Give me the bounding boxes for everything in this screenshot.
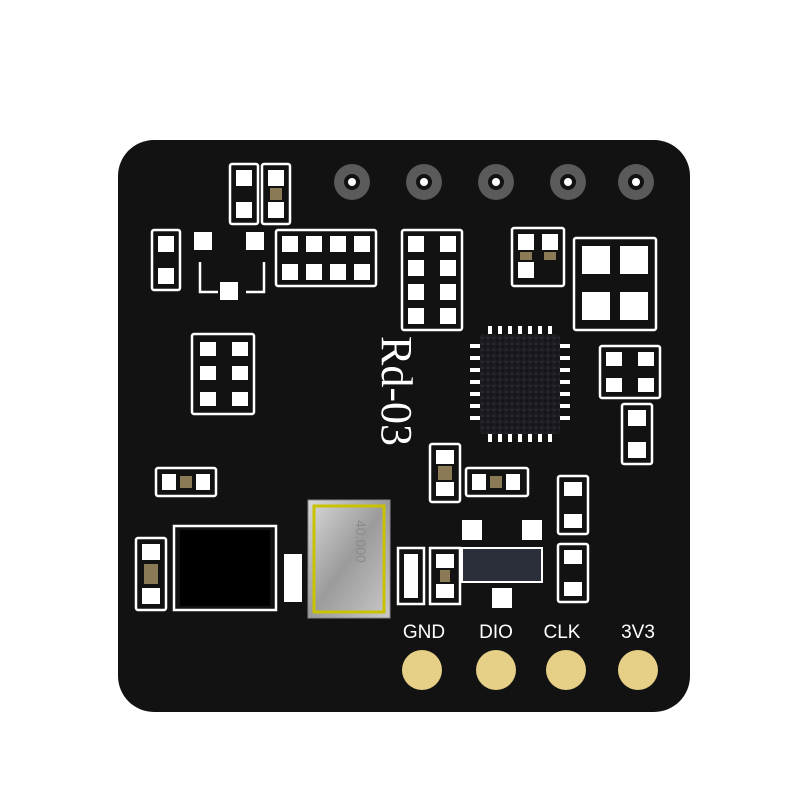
crystal-oscillator: 40.000 [307, 499, 391, 619]
header-holes [334, 164, 654, 200]
model-label: Rd-03 [372, 336, 421, 446]
sot-transistor [461, 547, 543, 583]
crystal-marking: 40.000 [353, 520, 369, 563]
pad-3v3[interactable] [618, 650, 658, 690]
passive-components [134, 162, 662, 612]
diode-footprints [396, 546, 462, 606]
edge-pads [402, 650, 658, 690]
pin-label-clk: CLK [544, 622, 581, 643]
pin-label-dio: DIO [479, 622, 513, 643]
pin-label-3v3: 3V3 [621, 622, 655, 643]
resistor-bodies [144, 188, 556, 584]
pad-clk[interactable] [546, 650, 586, 690]
pin-labels: GND DIO CLK 3V3 [403, 622, 655, 643]
pad-dio[interactable] [476, 650, 516, 690]
smd-pads [142, 170, 654, 608]
radar-ic-chip [470, 326, 570, 442]
pad-gnd[interactable] [402, 650, 442, 690]
large-black-component [172, 524, 302, 612]
pin-label-gnd: GND [403, 622, 445, 643]
